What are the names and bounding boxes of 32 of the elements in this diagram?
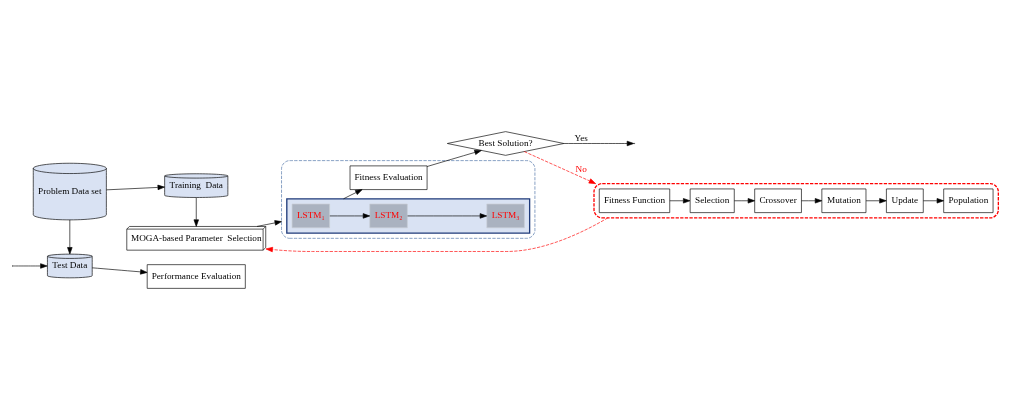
cluster (593, 182, 999, 219)
arrow (106, 184, 165, 190)
node-box: LSTM₁ (291, 203, 330, 228)
edge-label: Yes (574, 132, 588, 143)
node-box: LSTM₂ (369, 203, 408, 228)
arrow (265, 217, 609, 252)
edge-label: No (575, 163, 587, 174)
node-box: Update (886, 188, 924, 213)
arrow (12, 262, 48, 269)
arrow (67, 219, 73, 254)
arrow (407, 212, 487, 219)
node-box: Mutation (821, 188, 867, 213)
arrow (256, 219, 282, 227)
arrow (343, 188, 363, 199)
arrow (426, 149, 482, 167)
node-box: Crossover (754, 188, 802, 213)
arrow (669, 197, 691, 203)
cluster (281, 159, 536, 239)
arrow (801, 197, 823, 203)
arrow (91, 267, 148, 274)
arrow (329, 212, 371, 219)
arrow (865, 197, 887, 203)
node-box: Fitness Function (598, 188, 671, 213)
arrow (734, 197, 755, 203)
node-box: Performance Evaluation (146, 263, 246, 289)
cluster (286, 197, 531, 234)
arrow (923, 197, 944, 203)
node-box: Population (943, 188, 994, 213)
arrow (193, 196, 199, 227)
node-box: Selection (689, 188, 735, 213)
node-box: Fitness Evaluation (349, 165, 428, 190)
node-box: LSTM₃ (486, 203, 525, 228)
